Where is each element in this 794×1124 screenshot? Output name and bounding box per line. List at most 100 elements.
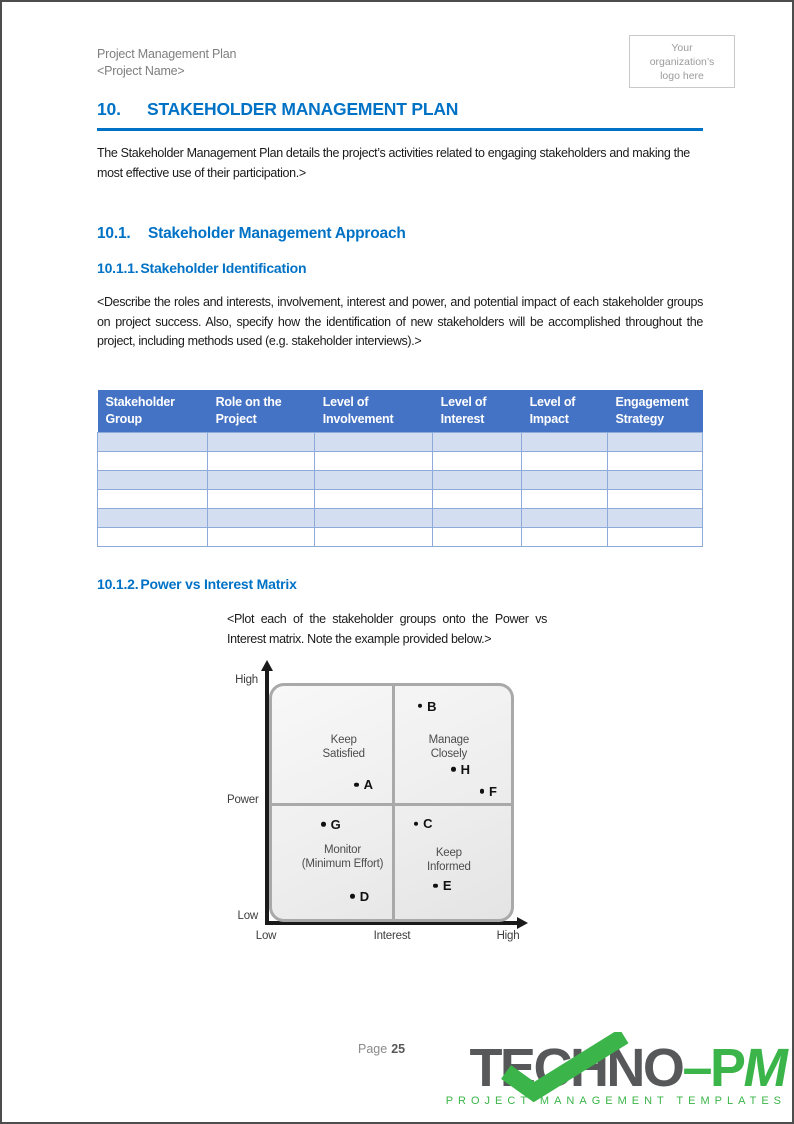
table-column-header: Role on the Project bbox=[207, 390, 315, 432]
table-empty-cell[interactable] bbox=[96, 450, 209, 471]
y-axis-label: Power bbox=[227, 794, 259, 806]
y-axis-tick-high: High bbox=[235, 674, 258, 686]
table-empty-cell[interactable] bbox=[432, 526, 523, 547]
table-empty-cell[interactable] bbox=[96, 526, 209, 547]
table-empty-cell[interactable] bbox=[432, 450, 523, 471]
stakeholder-point-E: E bbox=[433, 878, 452, 894]
table-empty-cell[interactable] bbox=[606, 431, 704, 452]
section-heading-10: 10. STAKEHOLDER MANAGEMENT PLAN bbox=[97, 99, 703, 131]
table-empty-cell[interactable] bbox=[314, 431, 434, 452]
table-empty-cell[interactable] bbox=[207, 450, 316, 471]
table-empty-cell[interactable] bbox=[207, 469, 316, 490]
point-label: B bbox=[427, 698, 437, 714]
table-empty-cell[interactable] bbox=[432, 488, 523, 509]
section-title: Stakeholder Management Approach bbox=[148, 225, 406, 242]
table-column-header: Engagement Strategy bbox=[607, 390, 703, 432]
stakeholder-point-H: H bbox=[451, 762, 470, 777]
table-empty-cell[interactable] bbox=[521, 488, 608, 509]
table-empty-cell[interactable] bbox=[96, 431, 209, 452]
table-empty-cell[interactable] bbox=[96, 507, 209, 528]
table-empty-cell[interactable] bbox=[314, 488, 434, 509]
point-label: C bbox=[423, 816, 433, 832]
point-dot-icon bbox=[479, 789, 485, 794]
point-dot-icon bbox=[321, 822, 326, 827]
table-row bbox=[96, 431, 704, 452]
document-header: Project Management Plan <Project Name> bbox=[97, 46, 236, 80]
table-empty-cell[interactable] bbox=[314, 450, 434, 471]
point-dot-icon bbox=[433, 883, 438, 888]
y-axis-line bbox=[265, 670, 269, 923]
table-empty-cell[interactable] bbox=[606, 507, 704, 528]
table-empty-cell[interactable] bbox=[207, 431, 316, 452]
table-empty-cell[interactable] bbox=[606, 469, 704, 490]
y-axis-arrow-icon bbox=[260, 660, 273, 671]
table-empty-cell[interactable] bbox=[606, 488, 704, 509]
section-heading-10-1-1: 10.1.1. Stakeholder Identification bbox=[97, 260, 307, 276]
quadrant-label: Keep Informed bbox=[426, 846, 471, 873]
stakeholder-point-G: G bbox=[321, 817, 341, 832]
quadrant-label: Manage Closely bbox=[428, 733, 470, 760]
quadrant-label: Monitor (Minimum Effort) bbox=[301, 844, 384, 871]
section-heading-10-1-2: 10.1.2. Power vs Interest Matrix bbox=[97, 576, 297, 592]
power-interest-matrix-figure: High Power Low Low Interest High Keep Sa… bbox=[227, 658, 547, 954]
table-empty-cell[interactable] bbox=[314, 507, 434, 528]
identification-paragraph: <Describe the roles and interests, invol… bbox=[97, 295, 703, 348]
table-empty-cell[interactable] bbox=[432, 431, 523, 452]
quadrant-vertical-divider bbox=[392, 686, 396, 919]
x-axis-tick-low: Low bbox=[255, 930, 277, 942]
table-empty-cell[interactable] bbox=[96, 469, 209, 490]
table-empty-cell[interactable] bbox=[432, 507, 523, 528]
section-number: 10.1.2. bbox=[97, 576, 139, 592]
table-empty-cell[interactable] bbox=[521, 526, 608, 547]
table-empty-cell[interactable] bbox=[521, 450, 608, 471]
point-dot-icon bbox=[413, 821, 419, 826]
x-axis-arrow-icon bbox=[517, 916, 528, 929]
table-empty-cell[interactable] bbox=[207, 507, 316, 528]
table-row bbox=[96, 507, 704, 528]
stakeholder-point-C: C bbox=[413, 816, 433, 832]
stakeholder-point-F: F bbox=[479, 784, 497, 799]
table-row bbox=[96, 526, 704, 547]
table-row bbox=[96, 488, 704, 509]
table-empty-cell[interactable] bbox=[521, 507, 608, 528]
table-empty-cell[interactable] bbox=[207, 488, 316, 509]
section-heading-10-1: 10.1. Stakeholder Management Approach bbox=[97, 225, 406, 243]
table-column-header: Level of Interest bbox=[432, 390, 522, 432]
table-column-header: Level of Involvement bbox=[314, 390, 433, 432]
table-empty-cell[interactable] bbox=[314, 469, 434, 490]
table-empty-cell[interactable] bbox=[207, 526, 316, 547]
table-empty-cell[interactable] bbox=[606, 450, 704, 471]
table-empty-cell[interactable] bbox=[606, 526, 704, 547]
brand-word-m: M bbox=[738, 1038, 792, 1098]
point-label: E bbox=[442, 878, 452, 894]
section-title: Power vs Interest Matrix bbox=[140, 576, 297, 592]
table-row bbox=[96, 450, 704, 471]
brand-word-p: P bbox=[709, 1038, 746, 1098]
table-empty-cell[interactable] bbox=[432, 469, 523, 490]
x-axis-tick-high: High bbox=[496, 930, 520, 942]
table-empty-cell[interactable] bbox=[521, 431, 608, 452]
point-label: D bbox=[359, 888, 369, 904]
table-column-header: Level of Impact bbox=[521, 390, 608, 432]
page-number-label: Page bbox=[358, 1042, 388, 1056]
logo-placeholder-text: Your organization’s logo here bbox=[649, 41, 715, 82]
logo-placeholder-box[interactable]: Your organization’s logo here bbox=[629, 35, 735, 88]
x-axis-label: Interest bbox=[373, 930, 411, 942]
point-dot-icon bbox=[354, 782, 359, 787]
brand-word-dash: – bbox=[682, 1038, 712, 1098]
matrix-paragraph: <Plot each of the stakeholder groups ont… bbox=[227, 612, 547, 646]
stakeholder-point-D: D bbox=[350, 889, 369, 904]
techno-pm-logo: TECHNO–PM PROJECT MANAGEMENT TEMPLATES bbox=[414, 1032, 792, 1118]
table-empty-cell[interactable] bbox=[96, 488, 209, 509]
x-axis-line bbox=[265, 921, 519, 925]
quadrant-label: Keep Satisfied bbox=[322, 733, 366, 760]
table-empty-cell[interactable] bbox=[521, 469, 608, 490]
section-number: 10.1.1. bbox=[97, 260, 139, 276]
page-number-value: 25 bbox=[391, 1042, 406, 1056]
point-label: H bbox=[460, 761, 470, 777]
table-empty-cell[interactable] bbox=[314, 526, 434, 547]
